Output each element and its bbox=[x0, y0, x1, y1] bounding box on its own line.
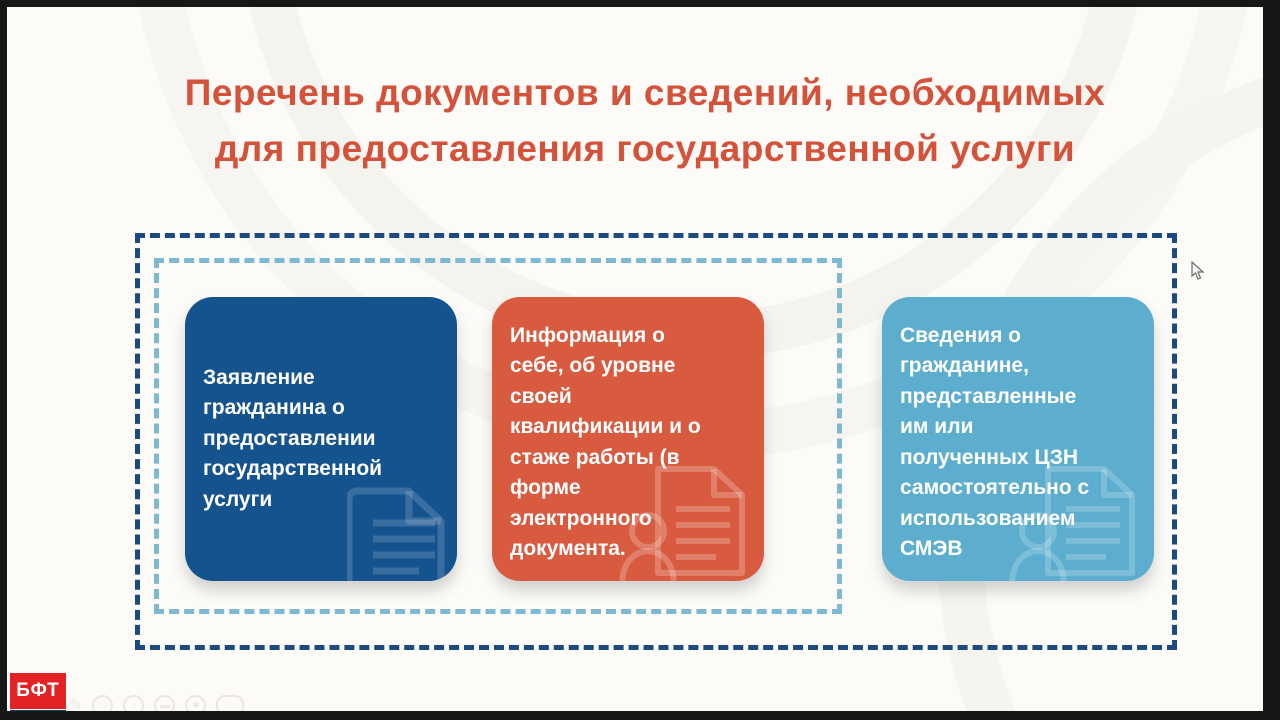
document-icon bbox=[347, 487, 445, 581]
slide-title: Перечень документов и сведений, необходи… bbox=[184, 72, 1106, 169]
more-tools-icon[interactable]: … bbox=[216, 695, 245, 711]
hand-icon[interactable]: ✱ bbox=[185, 695, 207, 711]
shapes-icon[interactable]: □ bbox=[92, 695, 114, 711]
person-document-icon bbox=[619, 466, 745, 581]
mouse-cursor bbox=[1191, 261, 1205, 280]
bft-logo: БФТ bbox=[10, 673, 66, 711]
card-self-information: Информация о себе, об уровне своей квали… bbox=[492, 297, 764, 581]
inner-dashed-frame bbox=[154, 258, 842, 614]
target-icon[interactable]: ○ bbox=[123, 695, 145, 711]
outer-dashed-frame bbox=[135, 233, 1177, 650]
card-text: Заявление гражданина о предоставлении го… bbox=[203, 365, 383, 511]
slide-canvas: Перечень документов и сведений, необходи… bbox=[7, 7, 1263, 711]
card-text: Сведения о гражданине, представленные им… bbox=[900, 324, 1090, 561]
pencil-icon[interactable]: ✎ bbox=[69, 696, 83, 711]
person-document-icon bbox=[1009, 466, 1135, 581]
eraser-icon[interactable]: ▬ bbox=[154, 695, 176, 711]
card-text: Информация о себе, об уровне своей квали… bbox=[510, 324, 701, 561]
card-application: Заявление гражданина о предоставлении го… bbox=[185, 297, 457, 581]
annotation-toolbar: ✎ □ ○ ▬ ✱ … bbox=[69, 695, 245, 711]
bft-logo-underline bbox=[10, 710, 66, 711]
bft-logo-text: БФТ bbox=[10, 673, 66, 709]
card-citizen-data: Сведения о гражданине, представленные им… bbox=[882, 297, 1154, 581]
